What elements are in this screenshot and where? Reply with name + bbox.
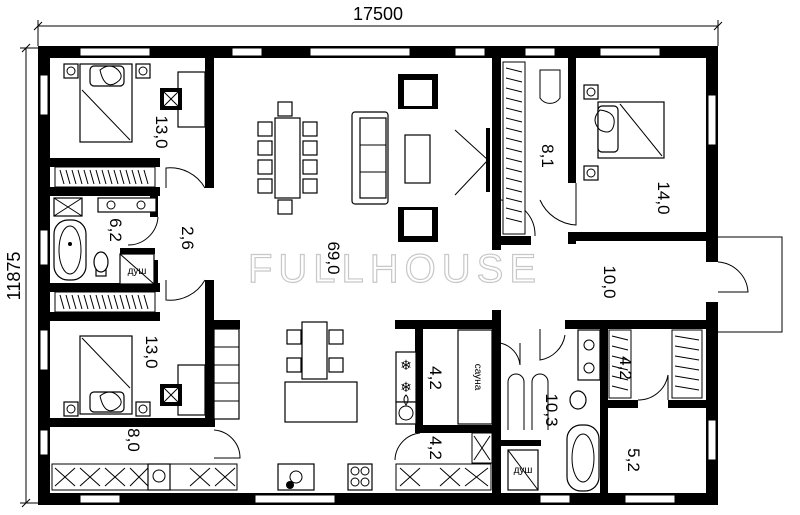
bed-sw — [63, 335, 151, 417]
shower-w: душ — [119, 253, 155, 285]
area-bathroom-w: 6,2 — [106, 218, 125, 242]
shower-label-se: душ — [514, 465, 533, 476]
chair-sw — [160, 384, 182, 406]
wardrobe-hatching — [51, 61, 703, 491]
sauna-bench: сауна — [457, 329, 493, 425]
area-kitchen: 8,0 — [124, 428, 143, 452]
kitchen-counter — [147, 463, 315, 491]
bed-nw — [63, 63, 151, 143]
stairs — [213, 328, 240, 420]
area-bathroom-se: 10,3 — [542, 393, 561, 426]
bedding-details — [99, 65, 615, 412]
sofa-icon — [351, 111, 389, 205]
area-entry-se: 5,2 — [624, 448, 643, 472]
area-bedroom-nw: 13,0 — [152, 115, 171, 148]
area-sauna: 4,2 — [426, 366, 445, 390]
windows — [39, 47, 717, 504]
shower-label-w: душ — [128, 266, 147, 277]
watermark: FULLHOUSE — [248, 247, 542, 291]
interior-walls — [50, 58, 715, 500]
washing-machine-icon — [395, 401, 417, 425]
svg-text:❄: ❄ — [400, 380, 412, 396]
dimension-height: 11875 — [4, 252, 24, 301]
sauna-label: сауна — [472, 364, 483, 391]
area-closet-e: 4,2 — [616, 356, 635, 380]
chair-nw — [160, 88, 182, 110]
area-bedroom-ne: 14,0 — [654, 181, 673, 214]
stove-icon — [347, 463, 373, 491]
area-storage: 4,2 — [426, 436, 445, 460]
area-wardrobe-ne: 8,1 — [538, 144, 557, 168]
fireplace-icon — [403, 394, 409, 406]
dimension-width: 17500 — [353, 4, 403, 24]
desk-nw — [177, 71, 206, 128]
dimension-lines — [20, 20, 723, 508]
bathroom-w-fixtures — [53, 197, 87, 281]
armchair-icon — [398, 74, 438, 242]
area-hall: 10,0 — [600, 265, 619, 298]
area-corridor-w: 2,6 — [178, 226, 197, 250]
dining-table-large — [257, 101, 318, 215]
kitchen-island — [284, 381, 358, 423]
bed-ne — [583, 84, 665, 181]
area-labels: 13,0 6,2 2,6 13,0 8,0 69,0 8,1 14,0 10,0… — [106, 115, 673, 471]
dining-table-small — [286, 321, 344, 380]
toilet-icon — [93, 251, 109, 277]
area-living: 69,0 — [324, 241, 343, 274]
door-swings — [127, 128, 669, 461]
entrance-door — [717, 261, 749, 293]
bathroom-se-fixtures — [507, 69, 601, 492]
coffee-table — [404, 134, 431, 184]
desk-sw — [177, 364, 206, 416]
area-bedroom-sw: 13,0 — [142, 335, 161, 368]
sink-icon — [97, 197, 157, 213]
entrance-door-opening — [706, 262, 718, 302]
svg-text:❄: ❄ — [400, 358, 412, 374]
bathtub-icon: душ — [507, 449, 539, 491]
